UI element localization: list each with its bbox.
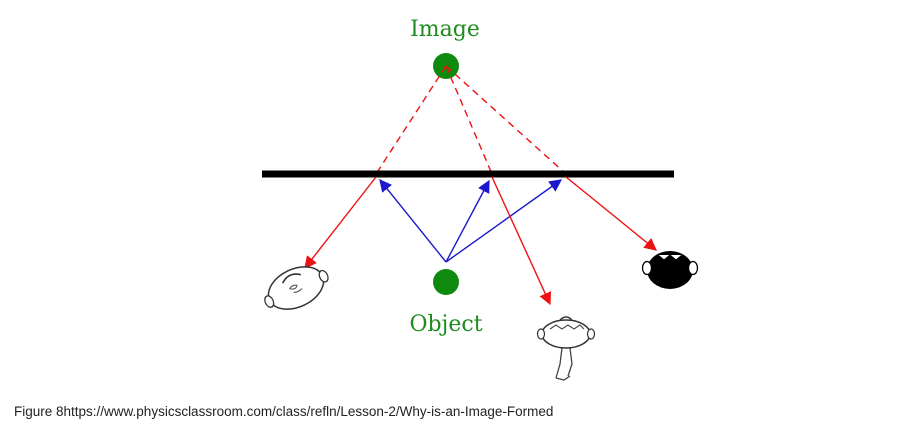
middle-observer-icon bbox=[536, 316, 596, 381]
left-observer-icon bbox=[264, 266, 329, 310]
incident-ray-middle bbox=[445, 179, 490, 263]
reflected-ray-right bbox=[565, 176, 657, 251]
incident-ray-left bbox=[379, 179, 447, 263]
object-point bbox=[433, 269, 459, 295]
figure-caption: Figure 8https://www.physicsclassroom.com… bbox=[14, 404, 554, 419]
virtual-ray-left bbox=[375, 65, 447, 175]
virtual-ray-middle bbox=[445, 65, 493, 175]
reflected-ray-left bbox=[304, 176, 377, 269]
object-label: Object bbox=[409, 312, 482, 337]
reflected-rays bbox=[304, 176, 657, 306]
incident-rays bbox=[379, 179, 563, 263]
right-observer-icon bbox=[641, 251, 699, 289]
image-label: Image bbox=[410, 17, 480, 42]
reflected-ray-middle bbox=[491, 176, 552, 306]
incident-ray-right bbox=[445, 179, 563, 263]
virtual-ray-right bbox=[445, 65, 567, 175]
virtual-rays bbox=[375, 65, 567, 175]
